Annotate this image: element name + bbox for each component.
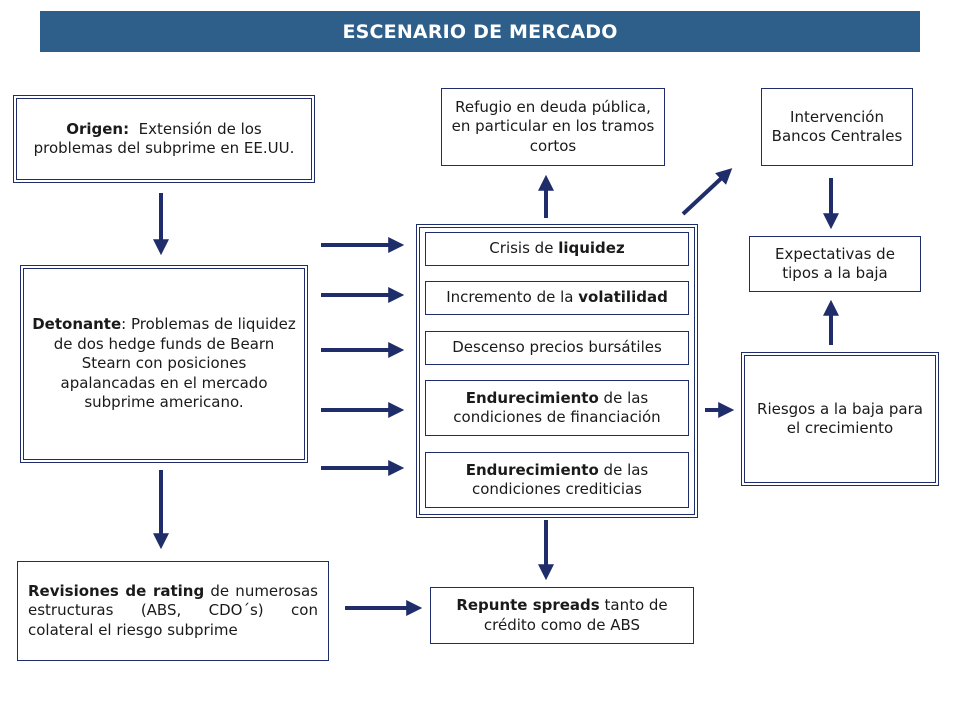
node-detonante: Detonante: Problemas de liquidez de dos … [20,265,308,463]
node-expectativas-text: Expectativas de tipos a la baja [775,244,895,283]
node-incremento-text: Incremento de la [446,288,579,307]
node-detonante-text: : Problemas de liquidez de dos hedge fun… [53,315,296,412]
node-crisis-liquidez: Crisis de liquidez [425,232,689,266]
node-endurecimiento-fin-text: de las condiciones de financiación [453,388,661,427]
node-expectativas-tipos: Expectativas de tipos a la baja [749,236,921,292]
node-origen-text: Extensión de los problemas del subprime … [33,119,295,158]
node-endurecimiento-fin-bold: Endurecimiento [465,388,599,407]
node-intervencion-text: Intervención Bancos Centrales [771,107,903,146]
node-crisis-bold: liquidez [558,239,625,258]
node-origen: Origen: Extensión de los problemas del s… [13,95,315,183]
node-endurecimiento-financiacion: Endurecimiento de las condiciones de fin… [425,380,689,436]
node-origen-bold: Origen: [66,119,130,138]
node-refugio-text: Refugio en deuda pública, en particular … [451,97,655,155]
arrow-container-to-intervencion [681,168,733,216]
node-intervencion-bancos: Intervención Bancos Centrales [761,88,913,166]
node-incremento-volatilidad: Incremento de la volatilidad [425,281,689,315]
node-incremento-bold: volatilidad [578,288,668,307]
node-riesgos-text: Riesgos a la baja para el crecimiento [757,399,923,438]
node-descenso-precios: Descenso precios bursátiles [425,331,689,365]
node-revisiones-text: de numerosas estructuras (ABS, CDO´s) co… [28,581,318,639]
node-repunte-spreads: Repunte spreads tanto de crédito como de… [430,587,694,644]
node-refugio-deuda: Refugio en deuda pública, en particular … [441,88,665,166]
node-detonante-bold: Detonante [32,315,122,334]
node-endurecimiento-cred-bold: Endurecimiento [465,460,599,479]
node-repunte-bold: Repunte spreads [456,596,600,614]
node-revisiones-bold: Revisiones de rating [28,581,205,600]
diagram-title: ESCENARIO DE MERCADO [40,11,920,52]
node-descenso-text: Descenso precios bursátiles [452,338,662,357]
node-repunte-text: tanto de crédito como de ABS [483,596,668,634]
node-endurecimiento-cred-text: de las condiciones crediticias [471,460,649,499]
node-riesgos-crecimiento: Riesgos a la baja para el crecimiento [741,352,939,486]
node-endurecimiento-crediticias: Endurecimiento de las condiciones credit… [425,452,689,508]
node-revisiones: Revisiones de rating de numerosas estruc… [17,561,329,661]
node-crisis-text: Crisis de [489,239,559,258]
